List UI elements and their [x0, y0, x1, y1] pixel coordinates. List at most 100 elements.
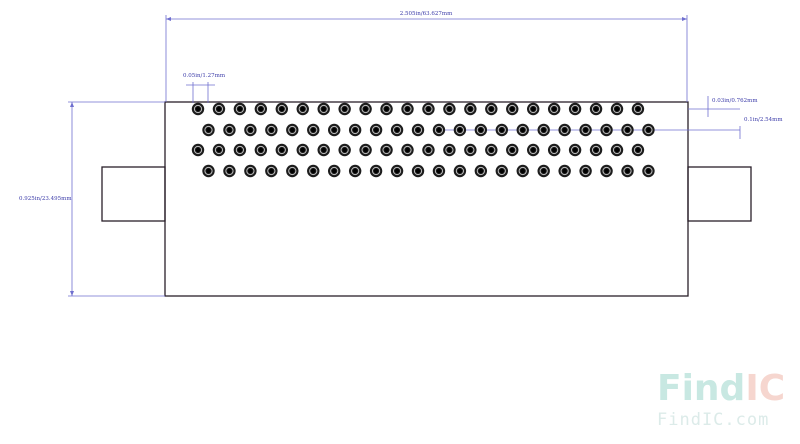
pin-pad-row-c-6 — [296, 143, 309, 157]
body-height-label: 0.925in/23.495mm — [19, 196, 72, 202]
pin-pad-row-b-3 — [244, 123, 257, 137]
pin-pad-row-c-2 — [212, 143, 226, 157]
pin-pad-row-b-15 — [495, 123, 508, 137]
watermark-url: FindIC.com — [657, 410, 769, 430]
pin-pad-row-d-13 — [453, 164, 467, 178]
pin-pad-row-d-11 — [411, 164, 425, 178]
pin-pad-row-b-21 — [621, 123, 634, 137]
pin-pad-row-a-16 — [506, 102, 519, 116]
pin-pad-row-c-16 — [506, 143, 519, 157]
pin-pad-row-d-9 — [369, 164, 383, 178]
pin-pad-row-d-4 — [265, 164, 278, 178]
pin-pad-row-a-2 — [212, 102, 226, 116]
pitch-label: 0.1in/2.54mm — [744, 117, 783, 123]
row-offset-dimension: 0.03in/0.762mm — [688, 96, 758, 117]
pin-pad-row-c-12 — [422, 143, 435, 157]
pin-pad-row-a-1 — [191, 102, 205, 116]
pin-array — [191, 102, 655, 178]
pin-pad-row-c-18 — [547, 143, 561, 157]
pin-pad-row-b-7 — [328, 123, 341, 137]
pin-pad-row-b-18 — [558, 123, 571, 137]
pin-pad-row-b-10 — [390, 123, 404, 137]
pin-pad-row-b-8 — [348, 123, 362, 137]
pin-pad-row-c-4 — [254, 143, 268, 157]
pin-pad-row-c-3 — [233, 143, 247, 157]
pin-pad-row-a-15 — [485, 102, 498, 116]
pin-pad-row-a-21 — [610, 102, 624, 116]
pin-pad-row-a-13 — [443, 102, 456, 116]
pin-pad-row-b-20 — [600, 123, 613, 137]
pin-pad-row-d-18 — [558, 164, 571, 178]
pin-pad-row-c-7 — [317, 143, 330, 157]
pin-pad-row-c-10 — [380, 143, 393, 157]
pin-pad-row-d-10 — [390, 164, 404, 178]
pin-pad-row-d-15 — [495, 164, 508, 178]
pin-pad-row-b-1 — [202, 123, 215, 137]
pin-pad-row-d-19 — [579, 164, 592, 178]
pin-pad-row-a-19 — [568, 102, 582, 116]
pin-pad-row-c-19 — [568, 143, 582, 157]
overall-width-label: 2.505in/63.627mm — [400, 11, 453, 17]
pin-pad-row-b-13 — [453, 123, 467, 137]
pin-pad-row-a-20 — [589, 102, 603, 116]
body-height-dimension: 0.925in/23.495mm — [19, 101, 165, 297]
pin-pad-row-a-8 — [338, 102, 351, 116]
pin-pad-row-c-21 — [610, 143, 624, 157]
pin-pad-row-a-4 — [254, 102, 268, 116]
pin-pad-row-a-10 — [380, 102, 393, 116]
pin-pad-row-a-17 — [527, 102, 540, 116]
pin-pad-row-c-1 — [191, 143, 205, 157]
pin-pad-row-b-16 — [516, 123, 529, 137]
pin-pad-row-a-12 — [422, 102, 435, 116]
pin-pad-row-b-9 — [369, 123, 383, 137]
pin-pad-row-a-3 — [233, 102, 247, 116]
pin-pad-row-d-5 — [286, 164, 299, 178]
pin-pad-row-d-7 — [328, 164, 341, 178]
pin-width-label: 0.05in/1.27mm — [183, 73, 226, 79]
pin-pad-row-b-4 — [265, 123, 278, 137]
pin-pad-row-c-8 — [338, 143, 351, 157]
left-mounting-tab — [101, 166, 166, 222]
row-offset-label: 0.03in/0.762mm — [712, 98, 758, 104]
pin-pad-row-d-12 — [432, 164, 446, 178]
pin-pad-row-d-1 — [202, 164, 215, 178]
pin-pad-row-a-11 — [401, 102, 414, 116]
pin-pad-row-d-20 — [600, 164, 613, 178]
overall-width-dimension: 2.505in/63.627mm — [165, 11, 688, 102]
pin-pad-row-b-6 — [307, 123, 320, 137]
findic-watermark: FindIC FindIC.com — [657, 368, 785, 430]
pin-pad-row-b-12 — [432, 123, 446, 137]
right-mounting-tab — [687, 166, 752, 222]
pin-pad-row-d-22 — [642, 164, 655, 178]
pin-pad-row-c-13 — [443, 143, 456, 157]
pin-pad-row-a-18 — [547, 102, 561, 116]
pin-pad-row-a-6 — [296, 102, 309, 116]
pin-pad-row-c-11 — [401, 143, 414, 157]
pin-pad-row-c-14 — [464, 143, 477, 157]
pin-pad-row-b-17 — [537, 123, 550, 137]
pin-pad-row-a-22 — [631, 102, 645, 116]
pin-pad-row-c-20 — [589, 143, 603, 157]
pin-pad-row-a-14 — [464, 102, 477, 116]
pin-pad-row-d-3 — [244, 164, 257, 178]
pin-pad-row-a-9 — [359, 102, 372, 116]
pin-pad-row-d-21 — [621, 164, 634, 178]
pin-pad-row-b-5 — [286, 123, 299, 137]
pin-pad-row-c-22 — [631, 143, 645, 157]
pin-pad-row-b-14 — [474, 123, 488, 137]
pin-pad-row-b-11 — [411, 123, 425, 137]
watermark-logo: FindIC — [657, 368, 785, 409]
pin-pad-row-b-19 — [579, 123, 592, 137]
pin-pad-row-b-2 — [223, 123, 236, 137]
pin-pad-row-b-22 — [642, 123, 655, 137]
pin-pad-row-c-15 — [485, 143, 498, 157]
pin-width-dimension: 0.05in/1.27mm — [183, 73, 226, 103]
pin-pad-row-d-2 — [223, 164, 236, 178]
pin-pad-row-a-7 — [317, 102, 330, 116]
pin-pad-row-d-16 — [516, 164, 529, 178]
pin-pad-row-a-5 — [275, 102, 288, 116]
pin-pad-row-c-5 — [275, 143, 288, 157]
pin-pad-row-d-6 — [307, 164, 320, 178]
